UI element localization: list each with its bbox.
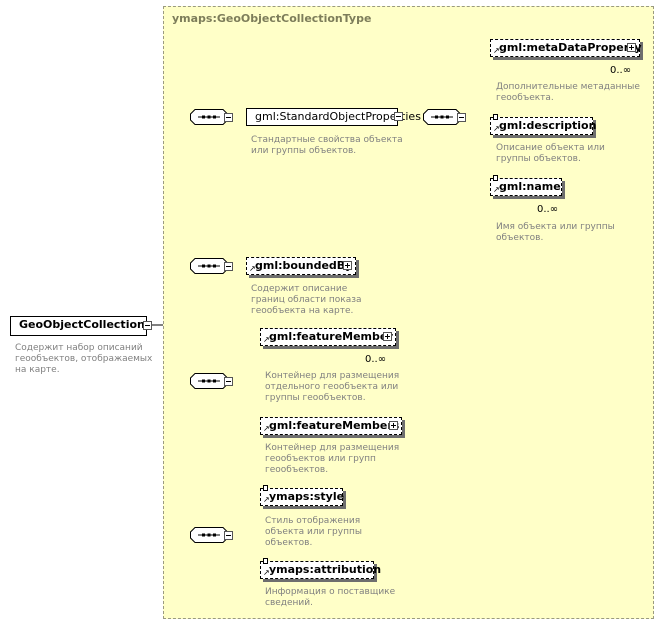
collapse-icon[interactable] [457, 113, 466, 122]
reference-arrow-icon: ↗ [263, 335, 270, 344]
ymaps-attribution-description: Информация о поставщике сведений. [265, 587, 396, 608]
type-panel: ymaps:GeoObjectCollectionType [163, 6, 654, 619]
feature-members-description: Контейнер для размещения геообъектов или… [265, 443, 400, 475]
name-element-description: Имя объекта или группы объектов. [496, 222, 615, 243]
feature-member-cardinality: 0..∞ [365, 354, 387, 365]
description-element-node[interactable]: ↗ gml:description [490, 117, 597, 135]
documentation-icon [263, 558, 268, 564]
description-element-description: Описание объекта или группы объектов. [496, 143, 605, 164]
metadata-property-cardinality: 0..∞ [610, 65, 632, 76]
bounded-by-description: Содержит описание границ области показа … [251, 284, 362, 316]
ymaps-style-description: Стиль отображения объекта или группы объ… [265, 516, 362, 548]
expand-icon[interactable] [343, 261, 352, 270]
standard-properties-description: Стандартные свойства объекта или группы … [251, 135, 403, 156]
collapse-icon[interactable] [143, 321, 152, 330]
documentation-icon [493, 175, 498, 181]
expand-icon[interactable] [383, 332, 392, 341]
ymaps-style-node[interactable]: ↗ ymaps:style [260, 488, 345, 506]
ymaps-style-label: ymaps:style [269, 490, 345, 503]
ymaps-attribution-node[interactable]: ↗ ymaps:attribution [260, 561, 381, 579]
expand-icon[interactable] [627, 43, 636, 52]
type-panel-title: ymaps:GeoObjectCollectionType [172, 12, 372, 25]
sequence-compositor-icon [190, 109, 228, 125]
metadata-property-description: Дополнительные метаданные геообъекта. [496, 82, 640, 103]
collapse-icon[interactable] [224, 113, 233, 122]
standard-properties-group-node[interactable]: gml:StandardObjectProperties [246, 108, 421, 126]
expand-icon[interactable] [389, 421, 398, 430]
reference-arrow-icon: ↗ [493, 185, 500, 194]
sequence-compositor-icon [190, 373, 228, 389]
collapse-icon[interactable] [224, 531, 233, 540]
sequence-compositor-icon [190, 258, 228, 274]
root-element-label: GeoObjectCollection [19, 318, 145, 331]
documentation-icon [493, 114, 498, 120]
feature-member-label: gml:featureMember [269, 330, 393, 343]
root-element-node[interactable]: GeoObjectCollection [10, 316, 152, 336]
collapse-icon[interactable] [394, 112, 403, 121]
feature-member-description: Контейнер для размещения отдельного геоо… [265, 371, 400, 403]
feature-members-label: gml:featureMembers [269, 419, 400, 432]
ymaps-attribution-label: ymaps:attribution [269, 563, 382, 576]
bounded-by-node[interactable]: ↗ gml:boundedBy [246, 257, 356, 275]
documentation-icon [263, 485, 268, 491]
sequence-compositor-icon [190, 527, 228, 543]
feature-member-node[interactable]: ↗ gml:featureMember [260, 328, 396, 346]
description-element-label: gml:description [499, 119, 597, 132]
collapse-icon[interactable] [224, 262, 233, 271]
metadata-property-label: gml:metaDataProperty [499, 41, 642, 54]
feature-members-node[interactable]: ↗ gml:featureMembers [260, 417, 402, 435]
metadata-property-node[interactable]: ↗ gml:metaDataProperty [490, 39, 642, 57]
reference-arrow-icon: ↗ [493, 124, 500, 133]
name-element-cardinality: 0..∞ [537, 204, 559, 215]
reference-arrow-icon: ↗ [493, 46, 500, 55]
reference-arrow-icon: ↗ [249, 264, 256, 273]
root-element-description: Содержит набор описаний геообъектов, ото… [15, 343, 153, 375]
name-element-label: gml:name [499, 180, 561, 193]
name-element-node[interactable]: ↗ gml:name [490, 178, 562, 196]
reference-arrow-icon: ↗ [263, 424, 270, 433]
reference-arrow-icon: ↗ [263, 568, 270, 577]
reference-arrow-icon: ↗ [263, 495, 270, 504]
bounded-by-label: gml:boundedBy [255, 259, 353, 272]
collapse-icon[interactable] [224, 377, 233, 386]
standard-properties-label: gml:StandardObjectProperties [255, 110, 421, 123]
sequence-compositor-icon [423, 109, 461, 125]
